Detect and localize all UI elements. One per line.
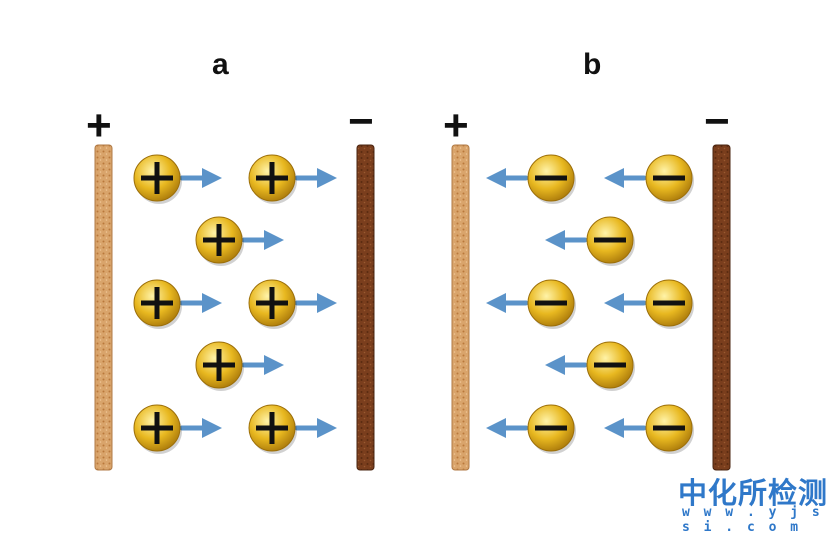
anode-plate-a (94, 144, 113, 471)
watermark-title: 中化所检测 (678, 476, 829, 510)
anion-b-4 (486, 279, 576, 329)
anion-b-3 (545, 216, 635, 266)
panel-a-negative-sign: − (348, 97, 374, 146)
panel-b-label: b (583, 48, 602, 81)
cation-a-5 (248, 279, 337, 329)
anion-b-6 (545, 341, 635, 391)
panel-b-positive-sign: + (443, 101, 469, 150)
anode-plate-b (451, 144, 470, 471)
panel-a-label: a (212, 48, 229, 81)
watermark-url: w w w . y j s s i . c o m (682, 505, 823, 535)
cation-a-4 (133, 279, 222, 329)
panel-a-positive-sign: + (86, 101, 112, 150)
anion-b-8 (604, 404, 694, 454)
cation-a-7 (133, 404, 222, 454)
cathode-plate-a (356, 144, 375, 471)
cation-a-1 (133, 154, 222, 204)
anion-b-5 (604, 279, 694, 329)
cation-a-2 (248, 154, 337, 204)
anion-b-1 (486, 154, 576, 204)
panel-b-negative-sign: − (704, 97, 730, 146)
anion-b-7 (486, 404, 576, 454)
cation-a-6 (195, 341, 284, 391)
anion-b-2 (604, 154, 694, 204)
cation-a-3 (195, 216, 284, 266)
cathode-plate-b (712, 144, 731, 471)
cation-a-8 (248, 404, 337, 454)
